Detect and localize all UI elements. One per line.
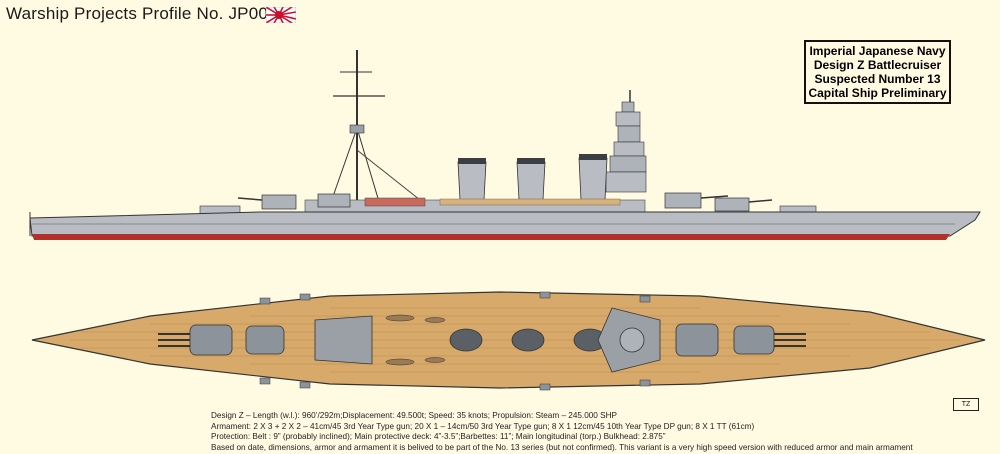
rising-sun-flag-icon bbox=[266, 7, 296, 23]
page-title: Warship Projects Profile No. JP001Z bbox=[6, 4, 289, 23]
specifications-text: Design Z – Length (w.l.): 960’/292m;Disp… bbox=[211, 411, 991, 453]
artist-signature: TZ bbox=[953, 398, 979, 411]
spec-armament: Armament: 2 X 3 + 2 X 2 – 41cm/45 3rd Ye… bbox=[211, 421, 755, 431]
info-number: Suspected Number 13 bbox=[814, 72, 941, 86]
info-design: Design Z Battlecruiser bbox=[813, 58, 942, 72]
spec-design: Design Z – Length (w.l.): 960’/292m;Disp… bbox=[211, 411, 617, 420]
spec-notes: Based on date, dimensions, armor and arm… bbox=[211, 442, 913, 452]
spec-protection: Protection: Belt : 9” (probably inclined… bbox=[211, 432, 666, 441]
side-profile bbox=[29, 50, 981, 240]
ship-info-box: Imperial Japanese Navy Design Z Battlecr… bbox=[804, 40, 951, 104]
info-navy: Imperial Japanese Navy bbox=[809, 44, 946, 58]
deck-plan bbox=[31, 291, 986, 391]
info-status: Capital Ship Preliminary bbox=[808, 86, 947, 100]
